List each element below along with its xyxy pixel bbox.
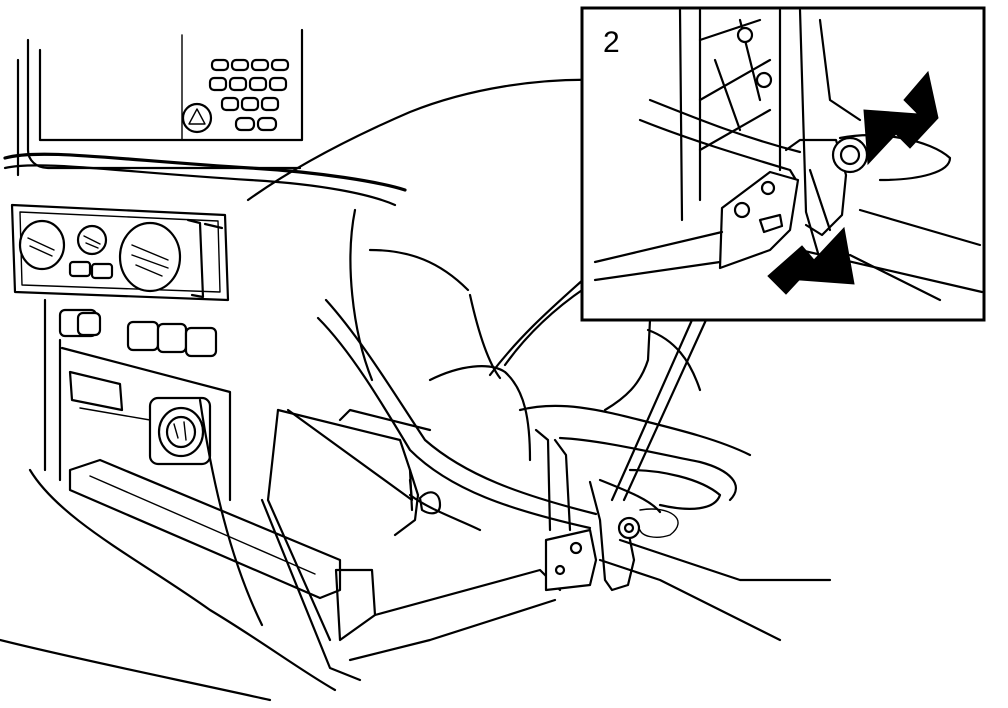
leader-line-left [610,318,694,502]
airflow-knob [118,221,182,293]
hazard-button [181,102,213,134]
rail-lattice [698,18,772,152]
display-recess [38,28,304,142]
climate-control-panel [10,203,230,302]
panel-slot [418,491,442,515]
leader-line-right [622,318,708,502]
hazard-triangle-icon [188,108,206,125]
switch-row [58,308,218,358]
cable [316,316,592,530]
pointer-arrow-upper [863,70,939,166]
pointer-arrow-lower [767,226,855,295]
inset-cable [638,118,798,182]
glovebox-area [246,78,832,682]
hand [428,365,532,462]
console-tray-top [60,346,232,502]
recirc-button [90,262,114,280]
inset-number: 2 [603,26,620,59]
lighter-socket [148,396,212,466]
console-pocket [68,458,342,600]
inset-detail: 2 [580,6,986,322]
vent-grille [208,58,290,132]
dashboard [0,28,407,702]
hinge-bracket [544,528,598,592]
dash-rail [3,152,407,192]
console-base [28,468,337,692]
inset-hinge-arm [784,138,848,237]
hinge-arm [588,480,636,592]
ac-button [68,260,92,278]
